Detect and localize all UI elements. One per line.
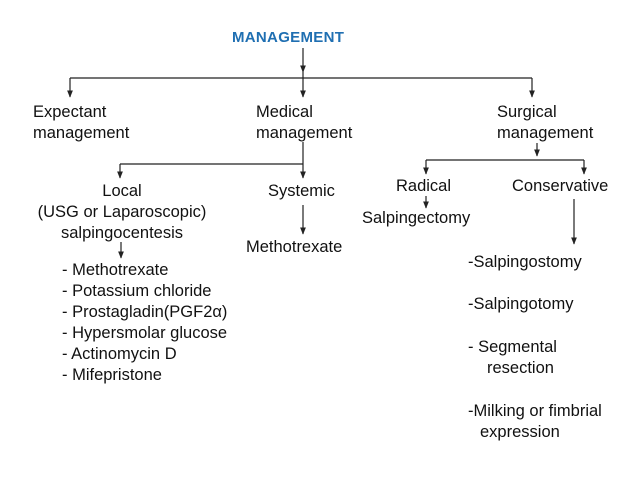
local-procedure: salpingocentesis — [61, 224, 183, 242]
surgical-label-line1: Surgical — [497, 103, 557, 121]
local-drug-list: - Methotrexate - Potassium chloride - Pr… — [62, 260, 227, 386]
surgical-management-node: Surgical management — [497, 102, 593, 144]
procedure-line: -Salpingotomy — [468, 295, 574, 313]
local-drug-item: - Methotrexate — [62, 261, 169, 279]
expectant-label-line2: management — [33, 124, 130, 142]
expectant-label-line1: Expectant — [33, 103, 107, 121]
local-label: Local — [102, 182, 142, 200]
conservative-procedure-item: - Segmental resection — [468, 337, 557, 379]
local-drug-item: - Actinomycin D — [62, 345, 177, 363]
local-drug-item: - Hypersmolar glucose — [62, 324, 228, 342]
conservative-procedure-item: -Salpingostomy — [468, 252, 582, 273]
local-drug-item: - Mifepristone — [62, 366, 162, 384]
management-title: MANAGEMENT — [232, 29, 345, 46]
medical-label-line1: Medical — [256, 103, 313, 121]
conservative-surgery-label: Conservative — [512, 177, 609, 195]
local-drug-item: - Potassium chloride — [62, 282, 212, 300]
conservative-procedure-item: -Milking or fimbrial expression — [468, 401, 602, 443]
local-route: (USG or Laparoscopic) — [37, 203, 207, 221]
surgical-label-line2: management — [497, 124, 594, 142]
procedure-line: -Salpingostomy — [468, 253, 582, 271]
systemic-drug-label: Methotrexate — [246, 238, 343, 256]
expectant-management-node: Expectant management — [33, 102, 129, 144]
procedure-line: resection — [487, 359, 554, 377]
local-therapy-node: Local (USG or Laparoscopic) salpingocent… — [17, 181, 227, 244]
systemic-therapy-label: Systemic — [268, 182, 335, 200]
local-drug-item: - Prostagladin(PGF2α) — [62, 303, 228, 321]
medical-label-line2: management — [256, 124, 353, 142]
procedure-line: - Segmental — [468, 338, 557, 356]
procedure-line: expression — [480, 423, 560, 441]
conservative-procedure-item: -Salpingotomy — [468, 294, 573, 315]
procedure-line: -Milking or fimbrial — [468, 402, 602, 420]
salpingectomy-label: Salpingectomy — [362, 209, 471, 227]
medical-management-node: Medical management — [256, 102, 352, 144]
radical-surgery-label: Radical — [396, 177, 452, 195]
